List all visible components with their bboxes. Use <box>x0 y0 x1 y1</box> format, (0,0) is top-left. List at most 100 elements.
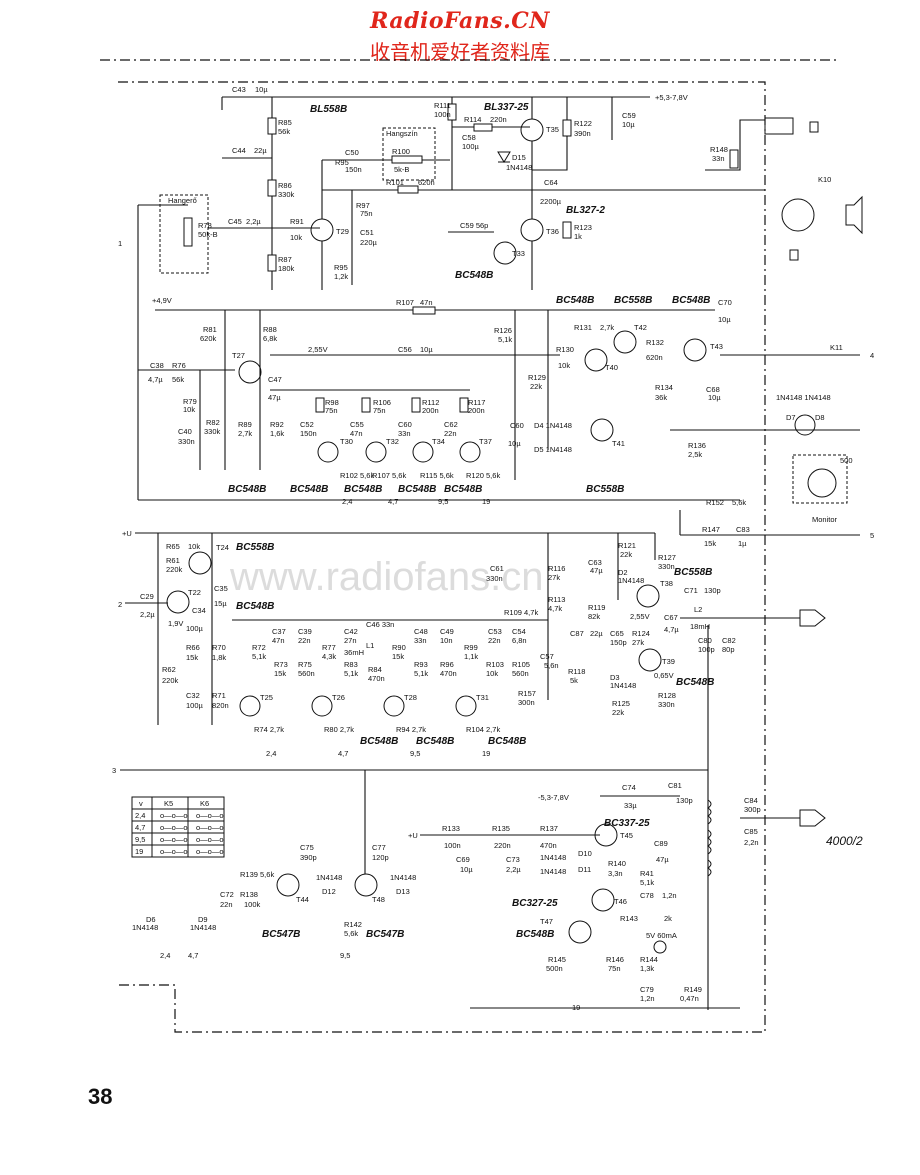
svg-text:C54: C54 <box>512 627 526 636</box>
svg-text:560n: 560n <box>298 669 315 678</box>
svg-text:2,4: 2,4 <box>342 497 352 506</box>
r132-label: R132 <box>646 338 664 347</box>
svg-text:75n: 75n <box>360 209 373 218</box>
svg-text:27k: 27k <box>548 573 560 582</box>
svg-text:R138: R138 <box>240 890 258 899</box>
transistor-t44 <box>276 873 300 897</box>
svg-text:R118: R118 <box>568 667 585 676</box>
svg-text:C38: C38 <box>150 361 164 370</box>
hangero-box <box>159 194 209 274</box>
wire <box>532 97 568 171</box>
oscillator-coil <box>707 799 712 877</box>
svg-text:C29: C29 <box>140 592 154 601</box>
d6-value: 1N4148 <box>132 923 158 932</box>
svg-text:R66: R66 <box>186 643 200 652</box>
svg-text:o—o—o: o—o—o <box>160 823 188 832</box>
transistor-t47 <box>568 920 592 944</box>
socket-500-box <box>792 454 848 504</box>
svg-text:C67: C67 <box>664 613 678 622</box>
r149-label: R149 <box>684 985 702 994</box>
svg-text:R85: R85 <box>278 118 292 127</box>
svg-text:330n: 330n <box>658 562 675 571</box>
svg-text:T32: T32 <box>386 437 399 446</box>
c85-label: C85 <box>744 827 758 836</box>
svg-text:R92: R92 <box>270 420 284 429</box>
svg-text:330n: 330n <box>658 700 675 709</box>
c70-value: 10µ <box>718 315 731 324</box>
r147-value: 15k <box>704 539 716 548</box>
d15-label: D15 <box>512 153 526 162</box>
d9-value: 1N4148 <box>190 923 216 932</box>
svg-text:10µ: 10µ <box>508 439 521 448</box>
svg-text:R102 5,6k: R102 5,6k <box>340 471 374 480</box>
svg-text:4,7: 4,7 <box>388 497 398 506</box>
r132-value: 620n <box>646 353 663 362</box>
t28-type: BC548B <box>416 736 454 747</box>
svg-text:C52: C52 <box>300 420 314 429</box>
svg-text:3,3n: 3,3n <box>608 869 623 878</box>
svg-text:C59 56p: C59 56p <box>460 221 488 230</box>
transistor-t46 <box>591 888 615 912</box>
bl33725-label: BL337-25 <box>484 102 529 113</box>
svg-text:1N4148: 1N4148 <box>390 873 416 882</box>
edge-connector-1: 1 <box>118 239 122 248</box>
svg-text:R116: R116 <box>548 564 565 573</box>
r100-value: 5k-B <box>394 165 409 174</box>
osc-out-47: 4,7 <box>188 951 198 960</box>
svg-text:5,6n: 5,6n <box>544 661 559 670</box>
transistor-t22 <box>166 590 190 614</box>
svg-text:C72: C72 <box>220 890 234 899</box>
svg-text:4,7: 4,7 <box>338 749 348 758</box>
svg-text:10µ: 10µ <box>708 393 721 402</box>
svg-text:R90: R90 <box>392 643 406 652</box>
svg-text:R94 2,7k: R94 2,7k <box>396 725 426 734</box>
t33-type: BC548B <box>455 270 493 281</box>
svg-text:R77: R77 <box>322 643 336 652</box>
t25-label: T25 <box>260 693 273 702</box>
transistor-t38 <box>636 584 660 608</box>
svg-text:75n: 75n <box>608 964 621 973</box>
resistor-r111 <box>447 103 457 121</box>
svg-text:330n: 330n <box>178 437 195 446</box>
t44-label: T44 <box>296 895 309 904</box>
svg-text:6,8k: 6,8k <box>263 334 277 343</box>
wire <box>705 119 765 171</box>
r145-label: R145 <box>548 955 566 964</box>
svg-text:2,2µ: 2,2µ <box>506 865 521 874</box>
c50-value: 150n <box>345 165 362 174</box>
svg-text:10k: 10k <box>183 405 195 414</box>
svg-text:C58: C58 <box>462 133 476 142</box>
svg-text:R115 5,6k: R115 5,6k <box>420 471 454 480</box>
resistor-r122 <box>562 119 572 137</box>
svg-text:R99: R99 <box>464 643 478 652</box>
r142-label: R142 <box>344 920 362 929</box>
t22-label: T22 <box>188 588 201 597</box>
svg-text:5,1k: 5,1k <box>640 878 654 887</box>
t24-type: BC558B <box>236 542 274 553</box>
svg-text:6,8n: 6,8n <box>512 636 527 645</box>
t46-type: BC327-25 <box>512 898 558 909</box>
transistor-t35 <box>520 118 544 142</box>
r114-value: 220n <box>490 115 507 124</box>
svg-text:10k: 10k <box>558 361 570 370</box>
svg-text:15k: 15k <box>186 653 198 662</box>
svg-text:R93: R93 <box>414 660 428 669</box>
svg-text:19: 19 <box>482 497 490 506</box>
meter-icon <box>794 414 816 436</box>
svg-text:D12: D12 <box>322 887 336 896</box>
svg-text:220k: 220k <box>162 676 179 685</box>
svg-text:R95: R95 <box>335 158 349 167</box>
c83-label: C83 <box>736 525 750 534</box>
t39-type: BC548B <box>676 677 714 688</box>
rail-top-label: +5,3-7,8V <box>655 93 688 102</box>
t40-type: BC548B <box>556 295 594 306</box>
svg-text:R124: R124 <box>632 629 650 638</box>
svg-text:100n: 100n <box>444 841 461 850</box>
t24-label: T24 <box>216 543 229 552</box>
svg-text:R121: R121 <box>618 541 636 550</box>
svg-text:5,1k: 5,1k <box>498 335 512 344</box>
t38-label: T38 <box>660 579 673 588</box>
svg-text:R131: R131 <box>574 323 592 332</box>
svg-text:C34: C34 <box>192 606 206 615</box>
